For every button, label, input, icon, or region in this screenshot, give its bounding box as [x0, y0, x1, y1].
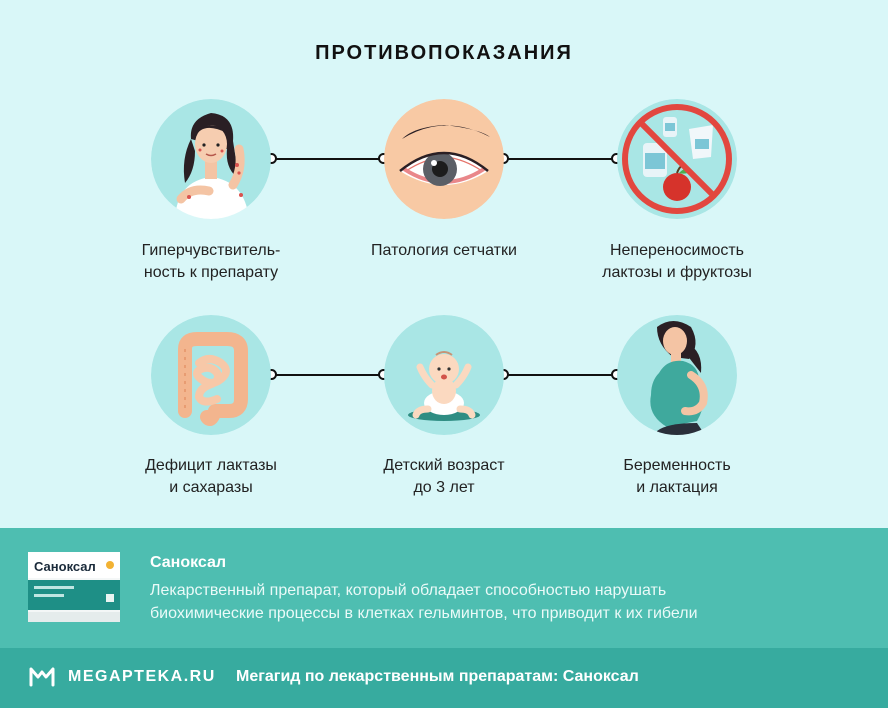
product-info-band: Саноксал Саноксал Лекарственный препарат… — [0, 528, 888, 648]
contraindication-label: Патология сетчатки — [371, 242, 517, 259]
connector-line — [271, 374, 384, 376]
contraindication-label: Гиперчувствитель-ность к препарату — [141, 242, 281, 281]
connector-line — [271, 158, 384, 160]
footer-bar: MEGAPTEKA.RU Мегагид по лекарственным пр… — [0, 648, 888, 708]
product-description: Лекарственный препарат, который обладает… — [150, 582, 698, 622]
baby-icon — [384, 315, 504, 435]
connector-line — [504, 374, 617, 376]
svg-text:Саноксал: Саноксал — [34, 559, 96, 574]
intestines-icon — [151, 315, 271, 435]
medicine-box-image: Саноксал — [28, 552, 120, 622]
megapteka-logo-icon — [29, 667, 55, 687]
product-name: Саноксал — [150, 554, 227, 571]
page-title: ПРОТИВОПОКАЗАНИЯ — [315, 42, 573, 64]
red-eye-icon — [384, 99, 504, 219]
pregnant-woman-icon — [617, 315, 737, 435]
allergic-woman-icon — [151, 99, 271, 219]
connector-line — [504, 158, 617, 160]
logo-text[interactable]: MEGAPTEKA.RU — [68, 668, 216, 685]
no-dairy-fruit-icon — [617, 99, 737, 219]
footer-caption: Мегагид по лекарственным препаратам: Сан… — [236, 668, 639, 685]
